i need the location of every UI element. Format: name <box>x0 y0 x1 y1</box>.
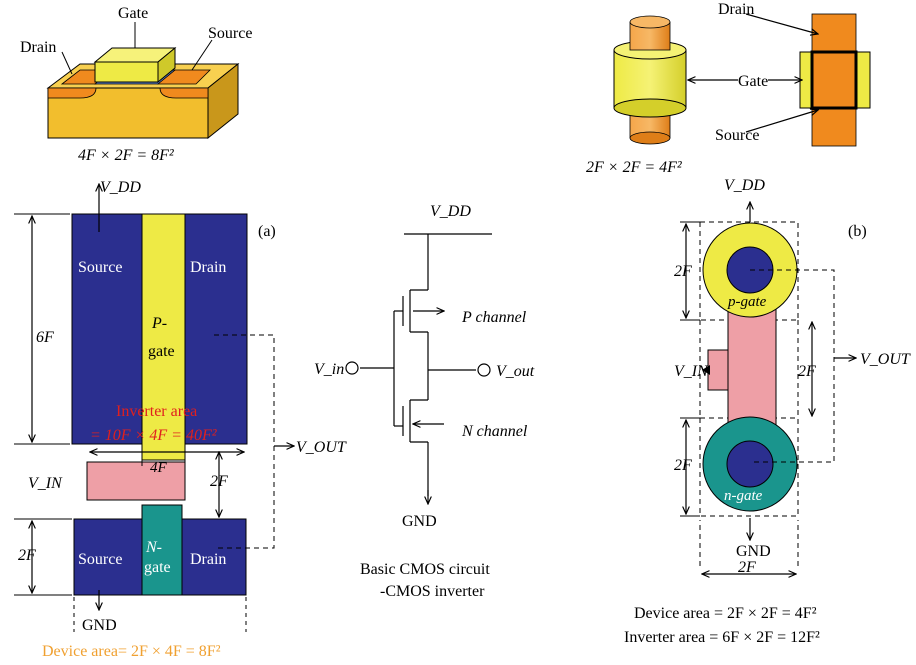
n-gate-label-2: gate <box>144 559 171 576</box>
panel-a-vdd: V_DD <box>100 179 141 196</box>
panel-a-device-area: Device area= 2F × 4F = 8F² <box>42 643 221 660</box>
panel-b-device-area: Device area = 2F × 2F = 4F² <box>634 605 817 622</box>
planar-transistor <box>46 22 240 140</box>
vertical-area-formula: 2F × 2F = 4F² <box>586 159 683 176</box>
panel-a-tag: (a) <box>258 223 276 240</box>
dim-6f: 6F <box>36 329 54 346</box>
panel-b-inverter-area: Inverter area = 6F × 2F = 12F² <box>624 629 820 646</box>
panel-b-vin: V_IN <box>674 363 709 380</box>
panel-b-vdd: V_DD <box>724 177 765 194</box>
panel-a-gnd: GND <box>82 617 117 634</box>
panel-a-vout: V_OUT <box>296 439 347 456</box>
p-gate-label-1: P- <box>151 315 167 332</box>
inverter-area-label-2: = 10F × 4F = 40F² <box>90 427 218 444</box>
circuit-n-channel: N channel <box>461 423 528 440</box>
inverter-area-label-1: Inverter area <box>116 403 197 420</box>
circuit-caption-1: Basic CMOS circuit <box>360 561 490 578</box>
panel-a-drain-bottom: Drain <box>190 551 226 568</box>
p-gate-circle-label: p-gate <box>727 294 767 310</box>
vertical-gate-label: Gate <box>738 73 768 90</box>
panel-a-vin: V_IN <box>28 475 63 492</box>
circuit-gnd: GND <box>402 513 437 530</box>
n-gate-circle-label: n-gate <box>724 488 763 504</box>
dim-4f: 4F <box>150 460 168 476</box>
panel-b-vout: V_OUT <box>860 351 911 368</box>
vertical-drain-label: Drain <box>718 1 754 18</box>
planar-source-label: Source <box>208 25 252 42</box>
dim-b-2f-bottom: 2F <box>738 559 756 576</box>
circuit-p-channel: P channel <box>461 309 527 326</box>
dim-2f-right: 2F <box>210 473 228 490</box>
n-gate-label-1: N- <box>145 539 162 556</box>
dim-b-2f-mid: 2F <box>798 363 816 380</box>
dim-b-2f-low: 2F <box>674 457 692 474</box>
circuit-vin: V_in <box>314 361 344 378</box>
panel-a-source-bottom: Source <box>78 551 122 568</box>
panel-a-source-top: Source <box>78 259 122 276</box>
circuit-vdd: V_DD <box>430 203 471 220</box>
vertical-transistor <box>613 13 871 147</box>
panel-a-drain-top: Drain <box>190 259 226 276</box>
vertical-source-label: Source <box>715 127 759 144</box>
circuit-caption-2: -CMOS inverter <box>380 583 485 600</box>
p-gate-label-2: gate <box>148 343 175 360</box>
planar-area-formula: 4F × 2F = 8F² <box>78 147 175 164</box>
layout-b <box>680 202 856 574</box>
cmos-circuit <box>360 233 492 496</box>
planar-drain-label: Drain <box>20 39 56 56</box>
circuit-vout: V_out <box>496 363 535 380</box>
layout-a <box>14 184 294 632</box>
panel-b-gnd: GND <box>736 543 771 560</box>
panel-b-tag: (b) <box>848 223 867 240</box>
dim-2f-left: 2F <box>18 547 36 564</box>
dim-b-2f-top: 2F <box>674 263 692 280</box>
planar-gate-label: Gate <box>118 5 148 22</box>
